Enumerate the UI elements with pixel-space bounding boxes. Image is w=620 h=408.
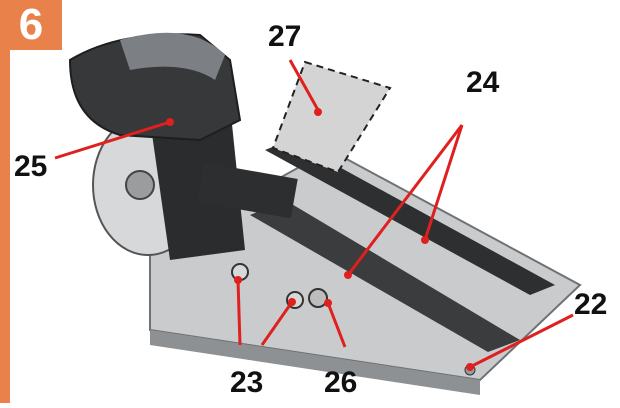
figure-accent-bar xyxy=(0,50,10,403)
dot-24b xyxy=(344,271,352,279)
leader-23b xyxy=(260,301,294,346)
dot-22 xyxy=(466,363,474,371)
callout-25: 25 xyxy=(14,150,48,183)
label-placeholder xyxy=(271,60,392,174)
leader-26 xyxy=(326,302,347,348)
leader-lines xyxy=(54,59,574,369)
callout-24: 24 xyxy=(466,66,500,99)
leader-27 xyxy=(288,59,320,111)
dot-26 xyxy=(324,299,332,307)
dot-23a xyxy=(234,276,242,284)
rail-bar-front xyxy=(250,200,520,352)
callout-22: 22 xyxy=(574,288,608,321)
callout-27: 27 xyxy=(268,20,302,53)
rail-bar-back xyxy=(265,140,555,295)
rail-side xyxy=(150,330,480,395)
dot-23b xyxy=(288,298,296,306)
saw-handle xyxy=(120,32,225,80)
leader-22 xyxy=(469,313,574,369)
blade-guard xyxy=(150,105,245,260)
dot-25 xyxy=(166,118,174,126)
callout-26: 26 xyxy=(324,366,358,399)
blade-hub xyxy=(125,170,155,200)
callout-23: 23 xyxy=(230,366,264,399)
leader-24b xyxy=(346,124,464,276)
dot-24a xyxy=(421,236,429,244)
figure-number-badge: 6 xyxy=(0,0,62,50)
base-plate xyxy=(197,162,298,219)
leader-25 xyxy=(54,120,171,160)
leader-24a xyxy=(423,124,464,241)
leader-dots xyxy=(166,108,474,371)
leader-23a xyxy=(236,279,242,346)
dot-27 xyxy=(314,108,322,116)
gear-wheel xyxy=(308,288,328,308)
